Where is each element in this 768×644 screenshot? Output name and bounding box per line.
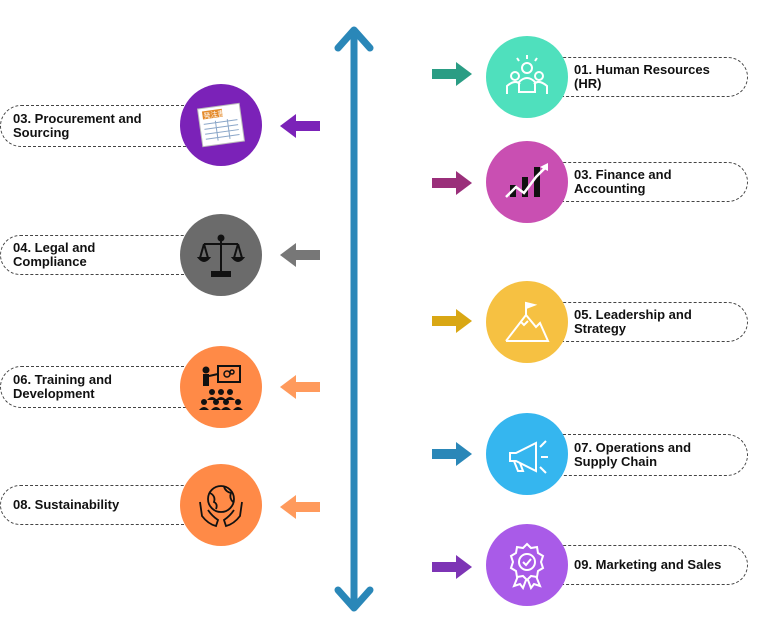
item-sustainability-circle [180, 464, 262, 546]
item-legal-arrow [280, 243, 320, 267]
item-marketing-arrow [432, 555, 472, 579]
item-hr-circle [486, 36, 568, 118]
item-training-label: 06. Training and Development [13, 372, 112, 401]
item-sustainability-label: 08. Sustainability [13, 497, 120, 512]
item-procurement-circle: 発注書 [180, 84, 262, 166]
item-hr-label: 01. Human Resources (HR) [574, 62, 710, 91]
item-hr-arrow [432, 62, 472, 86]
item-operations-label: 07. Operations and Supply Chain [574, 440, 692, 469]
item-finance-label-box: 03. Finance and Accounting [518, 162, 748, 202]
megaphone-icon [509, 440, 548, 474]
item-training-circle [180, 346, 262, 428]
item-hr-label-box: 01. Human Resources (HR) [518, 57, 748, 97]
item-training-label-box: 06. Training and Development [0, 366, 200, 408]
item-legal-label: 04. Legal and Compliance [13, 240, 96, 269]
globe-hands-icon [199, 485, 243, 528]
item-training-arrow [280, 375, 320, 399]
purchase-order-icon: 発注書 [196, 102, 246, 148]
purchase-order-badge: 発注書 [203, 108, 225, 120]
item-operations-arrow [432, 442, 472, 466]
item-leadership-label: 05. Leadership and Strategy [574, 307, 692, 336]
award-badge-icon [509, 542, 545, 590]
presentation-icon [199, 365, 243, 410]
item-finance-circle [486, 141, 568, 223]
item-leadership-arrow [432, 309, 472, 333]
item-sustainability-label-box: 08. Sustainability [0, 485, 200, 525]
item-marketing-label-box: 09. Marketing and Sales [518, 545, 748, 585]
item-leadership-circle [486, 281, 568, 363]
item-procurement-arrow [280, 114, 320, 138]
item-finance-arrow [432, 171, 472, 195]
scales-icon [196, 234, 246, 277]
item-marketing-label: 09. Marketing and Sales [574, 557, 722, 572]
item-finance-label: 03. Finance and Accounting [574, 167, 672, 196]
item-operations-circle [486, 413, 568, 495]
item-sustainability-arrow [280, 495, 320, 519]
item-procurement-label: 03. Procurement and Sourcing [13, 111, 142, 140]
item-marketing-circle [486, 524, 568, 606]
item-legal-circle [180, 214, 262, 296]
item-legal-label-box: 04. Legal and Compliance [0, 235, 200, 275]
item-procurement-label-box: 03. Procurement and Sourcing [0, 105, 200, 147]
mountain-flag-icon [505, 301, 550, 342]
item-leadership-label-box: 05. Leadership and Strategy [518, 302, 748, 342]
growth-chart-icon [505, 163, 548, 198]
team-icon [506, 55, 548, 94]
item-operations-label-box: 07. Operations and Supply Chain [518, 434, 748, 476]
